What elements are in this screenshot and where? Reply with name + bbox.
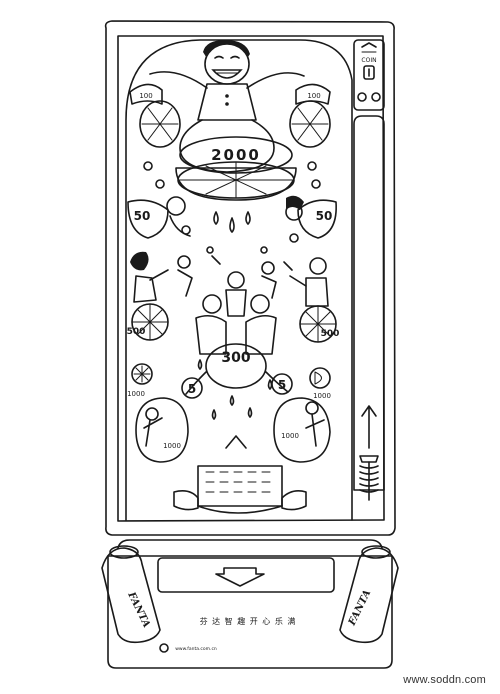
top-left-wheel: 100	[129, 83, 181, 148]
bumper-2000-label: 2000	[211, 146, 261, 164]
right-50-label: 50	[316, 209, 333, 223]
center-figures: 300	[177, 255, 293, 395]
drops	[197, 211, 273, 420]
side-target-left: 50	[127, 196, 191, 239]
side-target-right: 50	[285, 195, 337, 239]
top-right-wheel: 100	[289, 83, 331, 148]
watermark: www.soddn.com	[403, 674, 486, 686]
playfield	[125, 39, 353, 521]
left-target-score: 1000	[127, 390, 145, 398]
right-character: 500	[289, 257, 340, 343]
left-character: 500	[127, 251, 169, 341]
tray-caption: 芬 达 智 趣 开 心 乐 满	[200, 616, 297, 626]
right-wheel-100-label: 100	[307, 92, 320, 100]
right-can: FANTA	[339, 545, 399, 644]
mid-right-5-label: 5	[278, 378, 286, 392]
plunger-spring	[359, 455, 379, 501]
mid-targets: 1000 5 5 1000	[127, 363, 331, 400]
coin-label: COIN	[361, 57, 376, 64]
cabinet-frame	[104, 20, 396, 536]
pins	[143, 161, 321, 254]
building-base	[173, 435, 307, 514]
tray-small-text: www.fanta.com.cn	[175, 646, 217, 652]
left-500-label: 500	[127, 327, 146, 337]
bumper-2000: 2000	[175, 136, 297, 201]
right-500-label: 500	[321, 329, 340, 339]
ball-lane	[353, 115, 385, 501]
coin-tray: 芬 达 智 趣 开 心 乐 满 www.fanta.com.cn	[107, 539, 393, 669]
mid-left-5-label: 5	[188, 382, 196, 396]
left-wheel-100-label: 100	[139, 92, 152, 100]
top-character	[149, 40, 305, 173]
right-target-score: 1000	[313, 392, 331, 400]
lower-right-wheel: 1000	[273, 397, 331, 463]
coin-panel: COIN	[353, 39, 385, 111]
left-50-label: 50	[134, 209, 151, 223]
left-can-brand: FANTA	[125, 590, 152, 630]
lower-left-wheel: 1000	[135, 397, 189, 463]
bumper-300-label: 300	[221, 350, 250, 366]
right-wheel-1000-label: 1000	[281, 432, 299, 440]
left-can: FANTA	[101, 545, 161, 644]
left-wheel-1000-label: 1000	[163, 442, 181, 450]
